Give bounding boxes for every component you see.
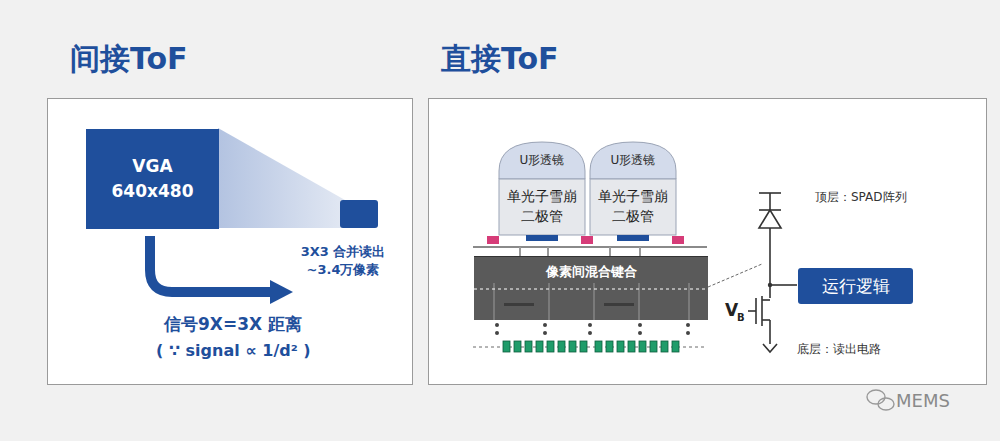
binned-pixel (340, 200, 378, 228)
light-beam (218, 128, 345, 228)
arrow-head (270, 280, 293, 304)
vias (520, 247, 640, 256)
bond-layer: 像素间混合键合 (474, 256, 708, 319)
watermark: MEMS (896, 390, 950, 411)
lens-label: U形透镜 (591, 152, 675, 169)
spad-label: 单光子雪崩 二极管 (500, 187, 584, 226)
binning-note: 3X3 合并读出 ~3.4万像素 (293, 243, 393, 278)
leader-line (708, 264, 762, 287)
panel-ground (428, 98, 987, 385)
bias-symbol: V (725, 300, 738, 320)
panel-heading: 间接ToF (70, 39, 188, 80)
bias-subscript: B (737, 312, 745, 323)
wechat-icon (867, 390, 894, 410)
interface-line (473, 246, 707, 248)
formula: ( ∵ signal ∝ 1/d² ) (156, 341, 311, 360)
layer-label: 底层：读出电路 (797, 341, 881, 358)
logic-box: 运行逻辑 (798, 268, 913, 304)
bond-pads (487, 236, 684, 244)
readout-cells (503, 341, 679, 352)
layer-label: 顶层：SPAD阵列 (815, 189, 907, 206)
flow-arrow (150, 236, 272, 292)
panel-ground (47, 98, 413, 385)
sensor-box: VGA 640x480 (86, 129, 219, 229)
sensor-label: VGA 640x480 (111, 154, 195, 203)
ellipsis-dots (495, 323, 690, 335)
logic-label: 运行逻辑 (822, 275, 890, 298)
pixel-column: U形透镜单光子雪崩 二极管 (589, 141, 677, 242)
lens-label: U形透镜 (500, 152, 584, 169)
signal-note: 信号9X=3X 距离 (164, 313, 302, 336)
spad-circuit (748, 193, 797, 352)
bond-label: 像素间混合键合 (474, 263, 708, 281)
spad-label: 单光子雪崩 二极管 (591, 187, 675, 226)
panel-heading: 直接ToF (441, 39, 559, 80)
junction-dot (768, 283, 772, 287)
pixel-column: U形透镜单光子雪崩 二极管 (498, 141, 586, 242)
panel: 直接ToFU形透镜单光子雪崩 二极管U形透镜单光子雪崩 二极管像素间混合键合运行… (428, 98, 987, 385)
